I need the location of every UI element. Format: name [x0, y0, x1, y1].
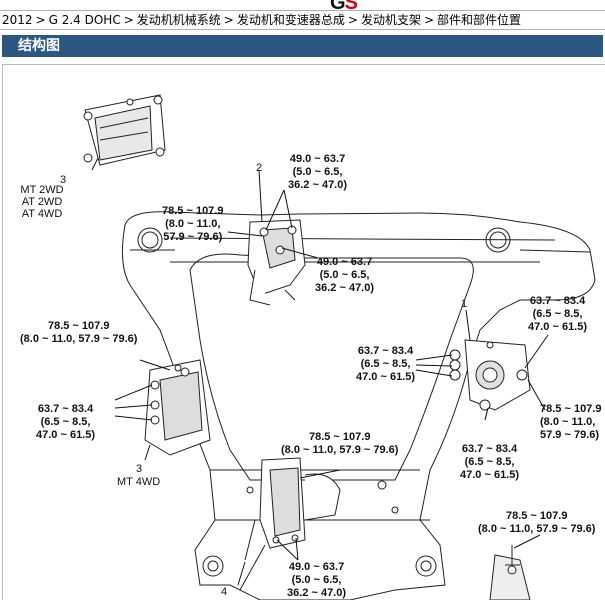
variant-at-4wd: AT 4WD [21, 208, 63, 220]
logo-strip: GS [0, 0, 605, 10]
section-header: 结构图 [2, 35, 603, 57]
breadcrumb-separator: > [423, 13, 435, 27]
torque-value: (8.0 ~ 11.0, 57.9 ~ 79.6) [478, 523, 596, 535]
breadcrumb-separator: > [347, 13, 358, 27]
callout-part-3-top: 3 [60, 174, 67, 186]
breadcrumb-item-year[interactable]: 2012 [2, 13, 33, 27]
torque-value: 63.7 ~ 83.4 [37, 403, 94, 415]
torque-value: 47.0 ~ 61.5) [356, 371, 416, 383]
section-title: 结构图 [18, 38, 60, 54]
torque-value: (6.5 ~ 8.5, [464, 456, 515, 468]
torque-value: 57.9 ~ 79.6) [163, 231, 223, 243]
torque-value: 63.7 ~ 83.4 [461, 443, 518, 455]
variant-mt-2wd: MT 2WD [20, 184, 64, 196]
mount-part-1 [449, 339, 531, 411]
torque-value: 78.5 ~ 107.9 [47, 320, 110, 332]
torque-value: (8.0 ~ 11.0, 57.9 ~ 79.6) [281, 444, 399, 456]
subframe-inner [189, 253, 474, 481]
callout-part-2: 2 [256, 162, 263, 174]
mount-stud-bottom-right [489, 545, 531, 600]
torque-value: (5.0 ~ 6.5, [319, 269, 370, 281]
torque-label-part-1-right: 63.7 ~ 83.4 (6.5 ~ 8.5, 47.0 ~ 61.5) [528, 295, 587, 334]
mount-bracket-top-left [83, 94, 166, 166]
breadcrumb-item-engine[interactable]: G 2.4 DOHC [48, 13, 121, 27]
torque-label-part-3-top: 78.5 ~ 107.9 (8.0 ~ 11.0, 57.9 ~ 79.6) [20, 320, 137, 346]
torque-value: 36.2 ~ 47.0) [315, 282, 375, 294]
breadcrumb-separator: > [223, 13, 234, 27]
torque-value: 63.7 ~ 83.4 [529, 295, 586, 307]
breadcrumb: 2012>G 2.4 DOHC>发动机机械系统>发动机和变速器总成>发动机支架>… [0, 10, 605, 30]
torque-value: 49.0 ~ 63.7 [289, 153, 346, 165]
mount-part-3-left [144, 359, 211, 456]
breadcrumb-item-current: 部件和部件位置 [437, 13, 522, 27]
torque-value: 78.5 ~ 107.9 [540, 403, 602, 415]
frame-hole-bottom-left [202, 555, 224, 577]
brand-logo-fragment: GS [330, 0, 358, 10]
torque-value: 47.0 ~ 61.5) [528, 321, 588, 333]
torque-value: 49.0 ~ 63.7 [316, 256, 373, 268]
torque-label-part-2-right: 49.0 ~ 63.7 (5.0 ~ 6.5, 36.2 ~ 47.0) [315, 256, 374, 295]
breadcrumb-separator: > [123, 13, 134, 27]
torque-value: 78.5 ~ 107.9 [308, 431, 371, 443]
torque-value: 36.2 ~ 47.0) [287, 587, 347, 599]
torque-value: 49.0 ~ 63.7 [288, 561, 345, 573]
torque-value: (6.5 ~ 8.5, [532, 308, 583, 320]
torque-value: (5.0 ~ 6.5, [292, 166, 343, 178]
torque-value: (8.0 ~ 11.0, [165, 218, 221, 230]
torque-label-part-4-top: 78.5 ~ 107.9 (8.0 ~ 11.0, 57.9 ~ 79.6) [281, 431, 398, 457]
torque-value: 78.5 ~ 107.9 [505, 510, 568, 522]
torque-label-bottom-right: 78.5 ~ 107.9 (8.0 ~ 11.0, 57.9 ~ 79.6) [478, 510, 595, 536]
torque-value: 57.9 ~ 79.6) [540, 429, 600, 441]
frame-hole-left [137, 227, 163, 253]
torque-value: 47.0 ~ 61.5) [460, 469, 520, 481]
torque-value: (6.5 ~ 8.5, [360, 358, 411, 370]
torque-value: (5.0 ~ 6.5, [291, 574, 342, 586]
torque-label-part-1-left: 63.7 ~ 83.4 (6.5 ~ 8.5, 47.0 ~ 61.5) [356, 345, 415, 384]
torque-value: (8.0 ~ 11.0, 57.9 ~ 79.6) [20, 333, 138, 345]
torque-label-part-4-bottom: 49.0 ~ 63.7 (5.0 ~ 6.5, 36.2 ~ 47.0) [287, 561, 346, 600]
callout-part-1: 1 [461, 298, 468, 310]
breadcrumb-item-assembly[interactable]: 发动机和变速器总成 [236, 13, 345, 27]
torque-value: (6.5 ~ 8.5, [40, 416, 91, 428]
breadcrumb-item-mount[interactable]: 发动机支架 [360, 13, 421, 27]
breadcrumb-item-mechanical[interactable]: 发动机机械系统 [136, 13, 221, 27]
torque-value: 78.5 ~ 107.9 [162, 205, 224, 217]
variant-mt-4wd: MT 4WD [117, 476, 161, 488]
torque-label-part-2-left: 78.5 ~ 107.9 (8.0 ~ 11.0, 57.9 ~ 79.6) [162, 205, 223, 244]
torque-value: 63.7 ~ 83.4 [357, 345, 414, 357]
mount-part-2 [247, 219, 306, 306]
torque-value: (8.0 ~ 11.0, [540, 416, 596, 428]
variant-at-2wd: AT 2WD [21, 196, 63, 208]
torque-label-part-2-top: 49.0 ~ 63.7 (5.0 ~ 6.5, 36.2 ~ 47.0) [288, 153, 347, 192]
torque-label-part-3-bolts: 63.7 ~ 83.4 (6.5 ~ 8.5, 47.0 ~ 61.5) [36, 403, 95, 442]
torque-value: 36.2 ~ 47.0) [288, 179, 348, 191]
mount-part-4 [239, 457, 341, 591]
callout-part-4: 4 [221, 586, 228, 598]
variant-list-top-left: MT 2WD AT 2WD AT 4WD [16, 184, 68, 220]
torque-label-part-1-bottom: 63.7 ~ 83.4 (6.5 ~ 8.5, 47.0 ~ 61.5) [460, 443, 519, 482]
torque-label-part-1-far-right: 78.5 ~ 107.9 (8.0 ~ 11.0, 57.9 ~ 79.6) [540, 403, 601, 442]
callout-part-3-left: 3 [136, 463, 143, 475]
frame-hole-bottom-right [415, 555, 437, 577]
torque-value: 47.0 ~ 61.5) [36, 429, 96, 441]
breadcrumb-separator: > [35, 13, 46, 27]
